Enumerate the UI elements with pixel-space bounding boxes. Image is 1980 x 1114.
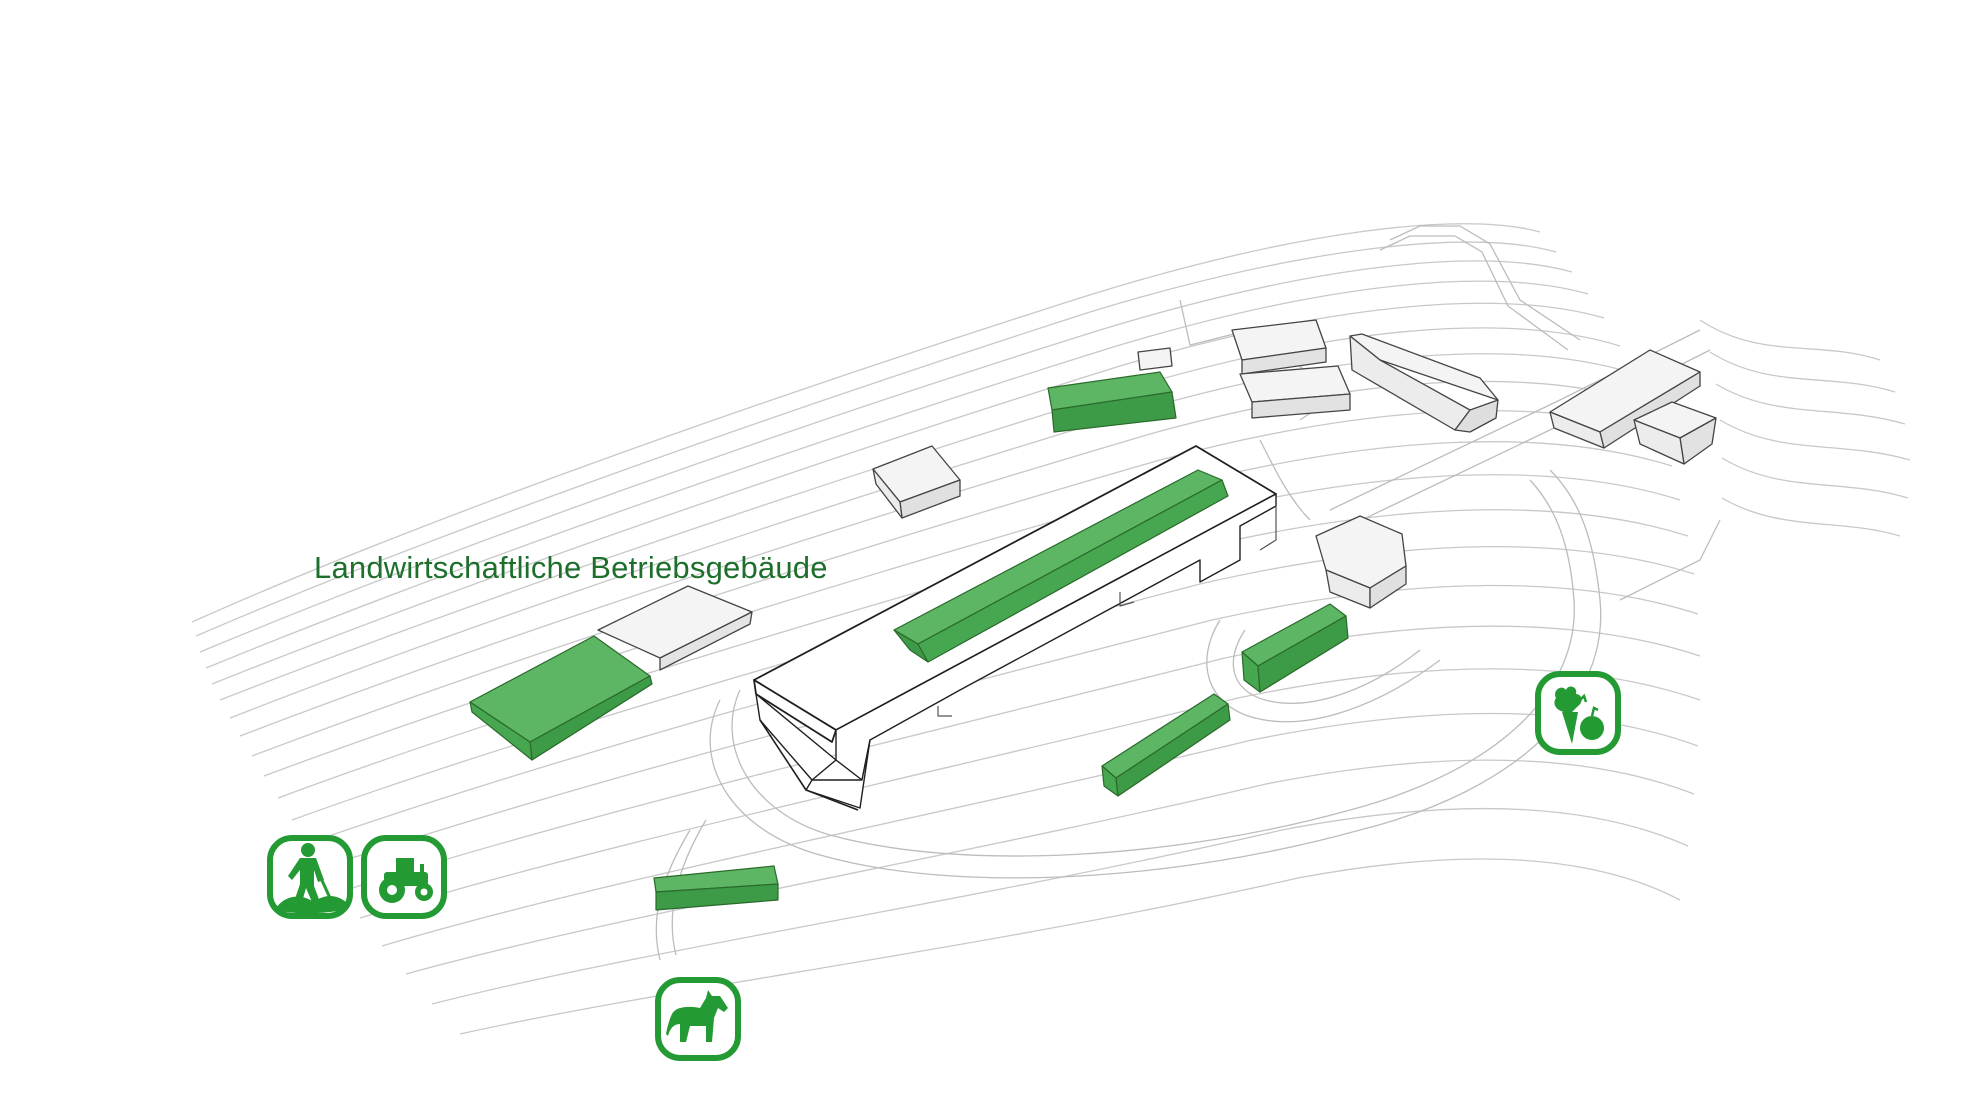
roads: [655, 225, 1721, 961]
building-shed-top: [1137, 347, 1173, 371]
diagram-label: Landwirtschaftliche Betriebsgebäude: [314, 550, 828, 585]
green-barn-right-2: [1101, 693, 1229, 779]
gardener-icon: [267, 835, 353, 919]
tractor-icon: [361, 835, 447, 919]
other-buildings: [597, 319, 1717, 671]
building-barn-white-half: [597, 585, 753, 659]
agricultural-buildings: [469, 371, 1349, 911]
vegetables-icon: [1535, 671, 1621, 755]
horse-icon: [655, 977, 741, 1061]
